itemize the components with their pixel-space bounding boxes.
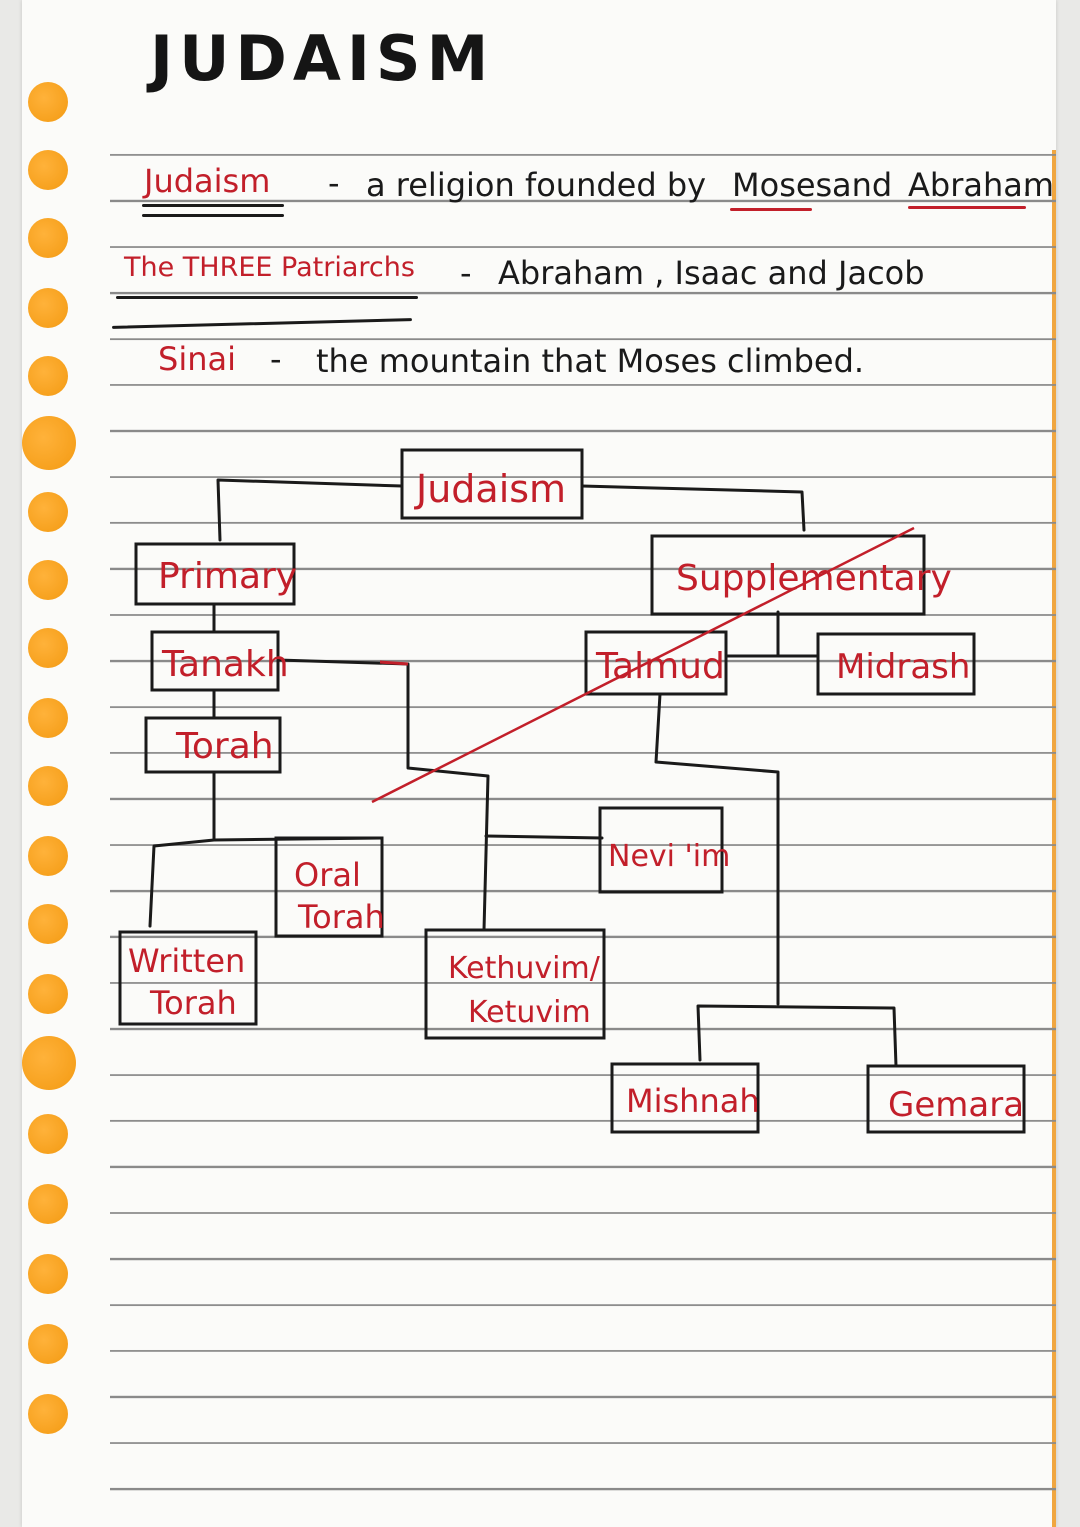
binder-hole	[28, 356, 68, 396]
box-midrash	[816, 632, 976, 696]
binder-hole	[28, 492, 68, 532]
box-tanakh	[150, 630, 280, 692]
box-talmud	[584, 630, 728, 696]
label-kethuvim-1: Kethuvim/	[448, 951, 601, 986]
box-gemara	[866, 1064, 1026, 1134]
label-primary: Primary	[158, 556, 297, 597]
binder-hole	[28, 628, 68, 668]
binder-hole	[28, 1254, 68, 1294]
red-strike-line	[371, 526, 915, 804]
box-kethuvim	[424, 928, 606, 1040]
definition-text: a religion founded by	[366, 166, 707, 204]
binder-hole	[28, 288, 68, 328]
binder-hole	[28, 150, 68, 190]
diagram-boxes	[118, 448, 1026, 1134]
binder-hole	[28, 836, 68, 876]
box-judaism	[400, 448, 584, 520]
binder-hole	[22, 416, 76, 470]
binder-hole	[28, 698, 68, 738]
binder-hole	[22, 1036, 76, 1090]
label-gemara: Gemara	[888, 1085, 1024, 1125]
box-mishnah	[610, 1062, 760, 1134]
binder-hole	[28, 1114, 68, 1154]
label-written-1: Written	[128, 942, 245, 980]
connector-lines	[148, 478, 898, 1068]
label-tanakh: Tanakh	[161, 644, 289, 685]
term-judaism: Judaism	[144, 162, 271, 200]
label-oral-1: Oral	[294, 856, 361, 894]
binder-hole	[28, 82, 68, 122]
label-torah: Torah	[175, 726, 274, 767]
binder-hole	[28, 218, 68, 258]
box-oral-torah	[274, 836, 384, 938]
name-moses: Moses	[732, 166, 833, 204]
binder-hole	[28, 766, 68, 806]
label-oral-2: Torah	[297, 898, 385, 936]
binder-hole	[28, 1394, 68, 1434]
binder-hole	[28, 1184, 68, 1224]
binder-hole	[28, 974, 68, 1014]
page-title: JUDAISM	[150, 22, 495, 95]
label-judaism: Judaism	[414, 467, 566, 511]
label-supplementary: Supplementary	[676, 558, 952, 599]
label-midrash: Midrash	[836, 647, 970, 687]
notebook-page	[22, 0, 1056, 1527]
label-mishnah: Mishnah	[626, 1082, 760, 1120]
binder-hole	[28, 904, 68, 944]
name-abraham: Abraham	[908, 166, 1055, 204]
sinai-text: the mountain that Moses climbed.	[316, 342, 865, 380]
term-patriarchs: The THREE Patriarchs	[124, 252, 415, 283]
binder-hole	[28, 560, 68, 600]
box-written-torah	[118, 930, 258, 1026]
box-supplementary	[650, 534, 926, 616]
label-written-2: Torah	[149, 984, 237, 1022]
box-torah	[144, 716, 282, 774]
patriarchs-names: Abraham , Isaac and Jacob	[498, 254, 925, 292]
ruled-lines	[110, 0, 1056, 1527]
box-primary	[134, 542, 296, 606]
binder-hole	[28, 1324, 68, 1364]
term-sinai: Sinai	[158, 340, 236, 378]
label-kethuvim-2: Ketuvim	[468, 995, 591, 1030]
box-neviim	[598, 806, 724, 894]
label-neviim: Nevi 'im	[608, 839, 730, 874]
label-talmud: Talmud	[595, 646, 725, 687]
